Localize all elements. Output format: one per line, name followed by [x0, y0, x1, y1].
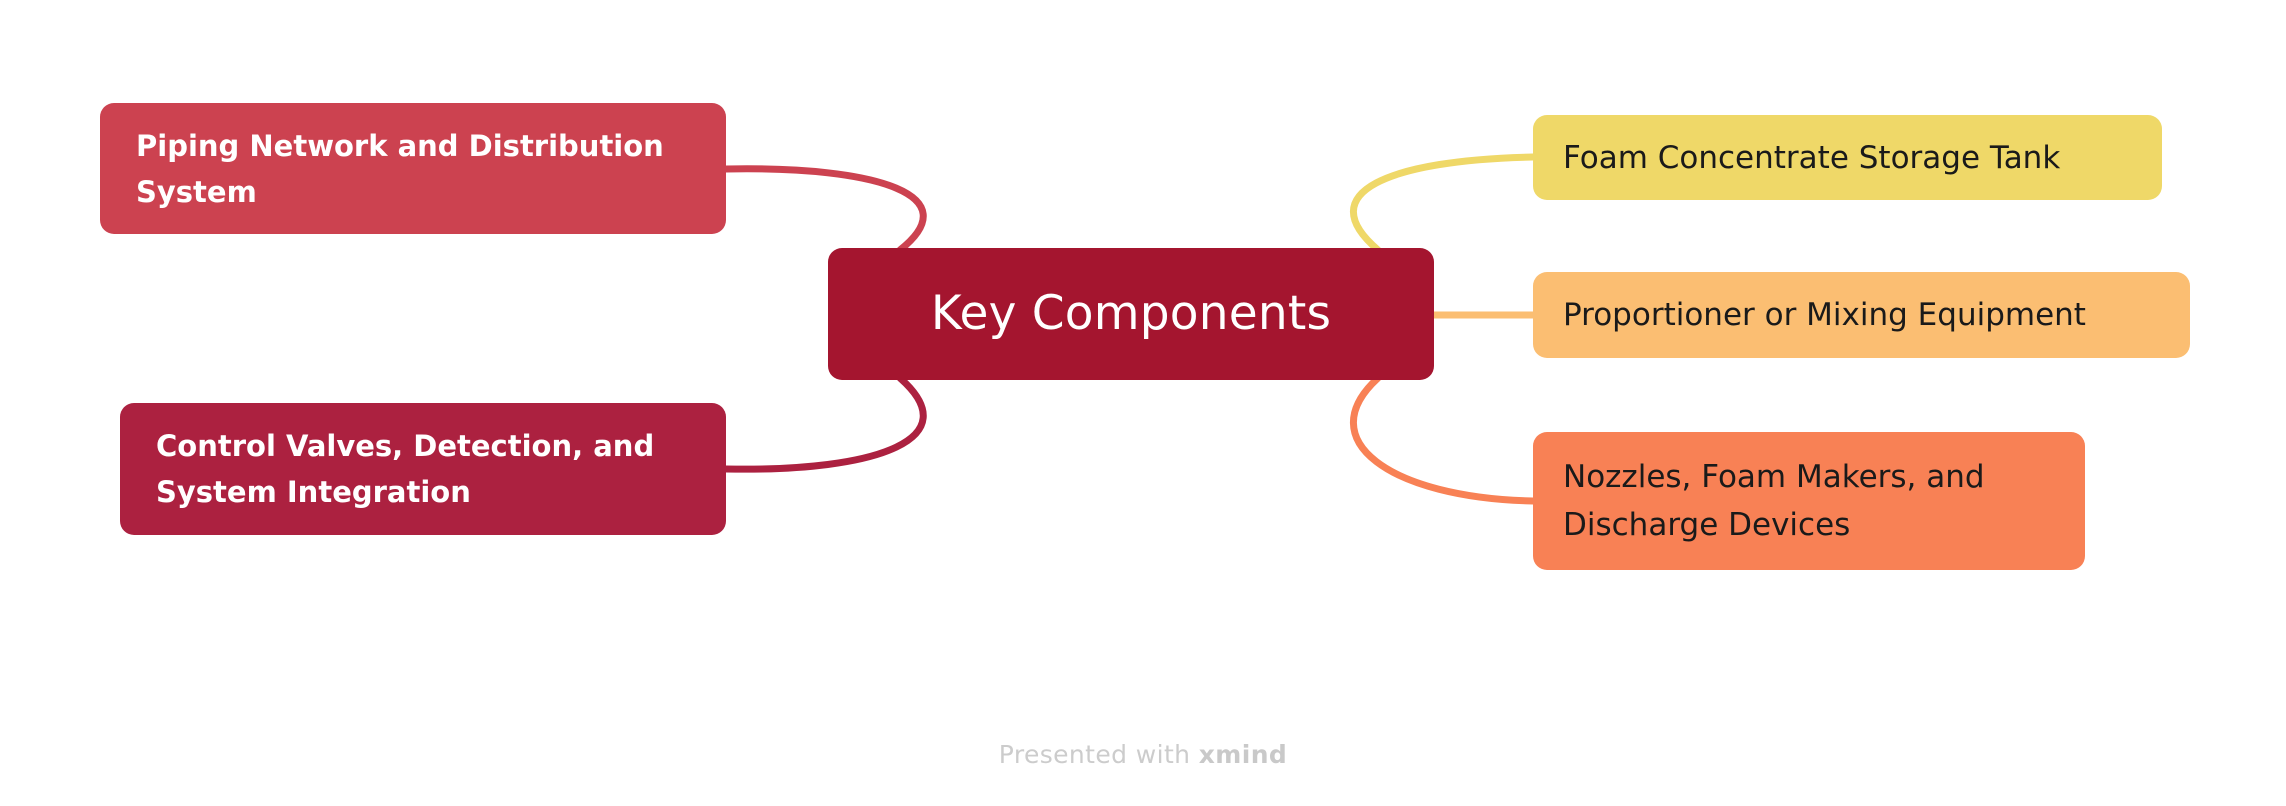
branch-label-nozzles-foam-makers: Nozzles, Foam Makers, and Discharge Devi…: [1563, 459, 1985, 543]
branch-node-foam-concentrate-storage-tank[interactable]: Foam Concentrate Storage Tank: [1533, 115, 2162, 200]
central-topic-node[interactable]: Key Components: [828, 248, 1434, 380]
branch-label-foam-concentrate-storage-tank: Foam Concentrate Storage Tank: [1563, 139, 2061, 176]
watermark-brand-text: xmind: [1198, 740, 1288, 769]
branch-node-control-valves[interactable]: Control Valves, Detection, and System In…: [120, 403, 726, 535]
branch-label-control-valves: Control Valves, Detection, and System In…: [156, 429, 655, 509]
branch-node-nozzles-foam-makers[interactable]: Nozzles, Foam Makers, and Discharge Devi…: [1533, 432, 2085, 570]
connector-control-valves: [722, 374, 927, 473]
watermark-prefix-text: Presented with: [998, 740, 1199, 769]
branch-label-proportioner: Proportioner or Mixing Equipment: [1563, 297, 2086, 333]
connector-foam-tank: [1350, 153, 1537, 254]
connector-nozzles: [1350, 374, 1537, 505]
branch-node-piping-network[interactable]: Piping Network and Distribution System: [100, 103, 726, 234]
branch-node-proportioner[interactable]: Proportioner or Mixing Equipment: [1533, 272, 2190, 358]
footer-watermark: Presented with xmind: [0, 740, 2286, 769]
central-topic-label: Key Components: [930, 286, 1332, 341]
connector-piping: [722, 165, 927, 254]
branch-label-piping-network: Piping Network and Distribution System: [136, 128, 664, 209]
